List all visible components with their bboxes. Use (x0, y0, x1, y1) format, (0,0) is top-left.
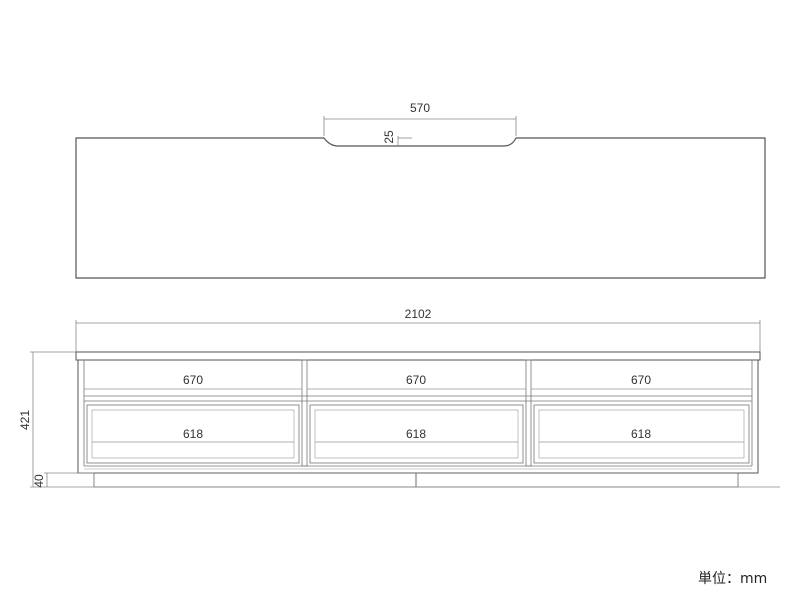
foot-left (93, 472, 417, 488)
overall-width-label: 2102 (405, 307, 432, 321)
glass-door-2 (309, 404, 524, 464)
top-view-outline (75, 137, 766, 279)
upper-opening-1-label: 670 (183, 373, 203, 387)
unit-label: 単位：mm (698, 571, 768, 587)
upper-opening-2-label: 670 (406, 373, 426, 387)
upper-opening-3-label: 670 (631, 373, 651, 387)
partition-left (301, 359, 308, 467)
front-view: 2102 670 670 (18, 307, 780, 488)
partition-right (525, 359, 532, 467)
notch-width-label: 570 (410, 101, 430, 115)
glass-door-3 (533, 404, 750, 464)
lower-door-2-label: 618 (406, 427, 426, 441)
glass-door-1 (86, 404, 300, 464)
notch-depth-label: 25 (382, 130, 396, 144)
foot-right (415, 472, 739, 488)
base-height-label: 40 (32, 474, 46, 488)
lower-door-3-label: 618 (631, 427, 651, 441)
top-board (75, 351, 761, 361)
lower-door-1-label: 618 (183, 427, 203, 441)
top-view: 570 25 (75, 101, 766, 279)
overall-height-label: 421 (18, 410, 32, 430)
